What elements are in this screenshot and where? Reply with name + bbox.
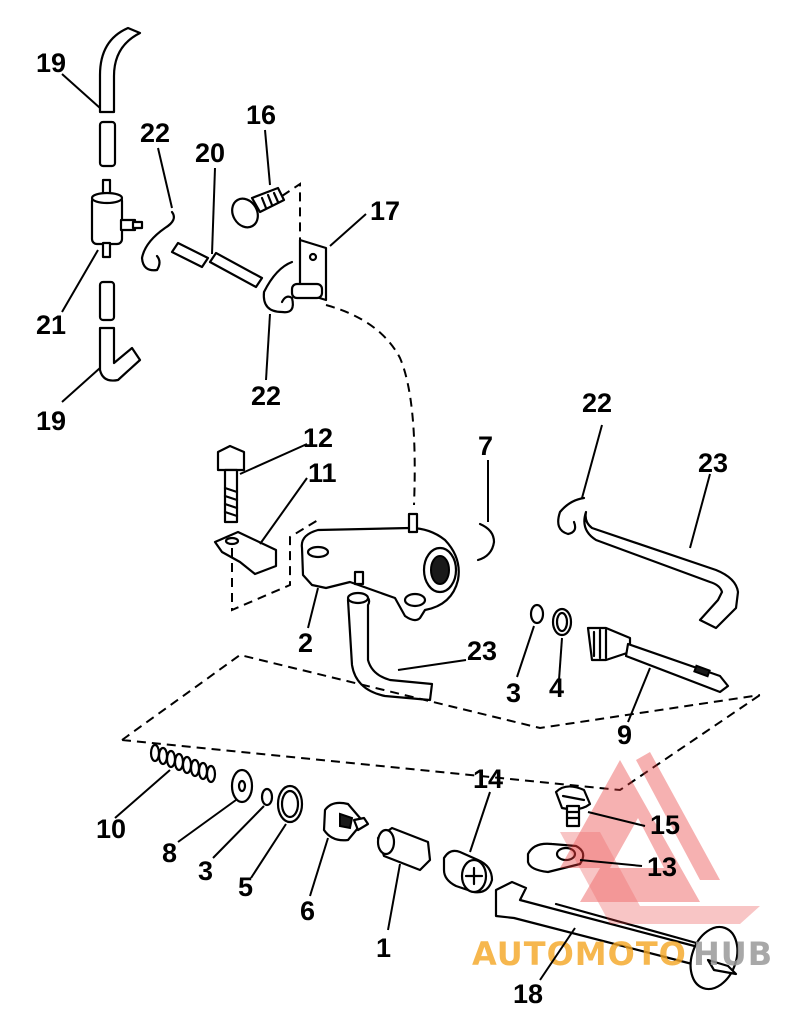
bracket-11 [213, 530, 278, 576]
callout-20: 20 [195, 138, 225, 168]
watermark-text-part2: HUB [693, 935, 773, 973]
bracket-17 [290, 238, 328, 302]
callout-1: 1 [376, 933, 391, 963]
bolt-12 [216, 444, 246, 524]
callout-2: 2 [298, 628, 313, 658]
hose-19-upper [98, 26, 142, 168]
hose-20 [170, 241, 264, 289]
callout-7: 7 [478, 431, 493, 461]
callout-21: 21 [36, 310, 66, 340]
hose-19-lower [98, 280, 142, 382]
callout-19-lower: 19 [36, 406, 66, 436]
callout-12: 12 [303, 423, 333, 453]
o-ring-4 [551, 607, 573, 637]
callout-22-upper: 22 [140, 118, 170, 148]
screw-16 [231, 186, 286, 229]
callout-6: 6 [300, 896, 315, 926]
callout-4: 4 [549, 673, 564, 703]
lever-18 [494, 880, 739, 991]
dashed-box-main [121, 653, 761, 792]
hose-23-upper [583, 510, 740, 630]
callout-3-right: 3 [506, 678, 521, 708]
callout-14: 14 [473, 764, 503, 794]
callout-23-lower: 23 [467, 636, 497, 666]
callout-23-upper: 23 [698, 448, 728, 478]
callout-11: 11 [308, 458, 337, 488]
plug-14 [442, 849, 494, 894]
fitting-21 [90, 178, 144, 259]
clip-22-middle [262, 260, 294, 314]
washer-8 [230, 768, 254, 804]
callout-16: 16 [246, 100, 276, 130]
callout-22-middle: 22 [251, 381, 281, 411]
callout-3-left: 3 [198, 856, 213, 886]
o-ring-3-right [529, 603, 545, 625]
callout-19-upper: 19 [36, 48, 66, 78]
callout-17: 17 [370, 196, 400, 226]
dashed-line-17-to-2 [325, 304, 416, 506]
callout-9: 9 [617, 720, 632, 750]
plate-13 [526, 842, 585, 874]
clip-22-right [557, 496, 586, 536]
body-2 [300, 512, 460, 622]
callout-labels: 19 22 20 16 17 21 22 19 12 11 7 22 23 2 … [36, 48, 728, 1009]
callout-8: 8 [162, 838, 177, 868]
watermark-logo [560, 752, 760, 924]
callout-13: 13 [647, 852, 677, 882]
leader-lines [61, 73, 711, 981]
callout-15: 15 [650, 810, 680, 840]
o-ring-3-left [260, 787, 274, 807]
callout-18: 18 [513, 979, 543, 1009]
clip-22-top-left [140, 210, 175, 272]
cam-6 [322, 801, 370, 842]
dashed-box-11 [231, 519, 319, 612]
callout-22-right: 22 [582, 388, 612, 418]
plunger-1 [376, 826, 432, 872]
ring-7 [476, 522, 496, 562]
watermark-text-part1: AUTOMOTO [472, 935, 687, 973]
screw-15 [554, 785, 592, 828]
hose-23-lower [346, 591, 434, 702]
shaft-9 [586, 626, 730, 694]
callout-10: 10 [96, 814, 126, 844]
dashed-line-16 [281, 182, 301, 258]
spring-10 [149, 743, 217, 784]
callout-5: 5 [238, 872, 253, 902]
o-ring-5 [276, 784, 304, 824]
